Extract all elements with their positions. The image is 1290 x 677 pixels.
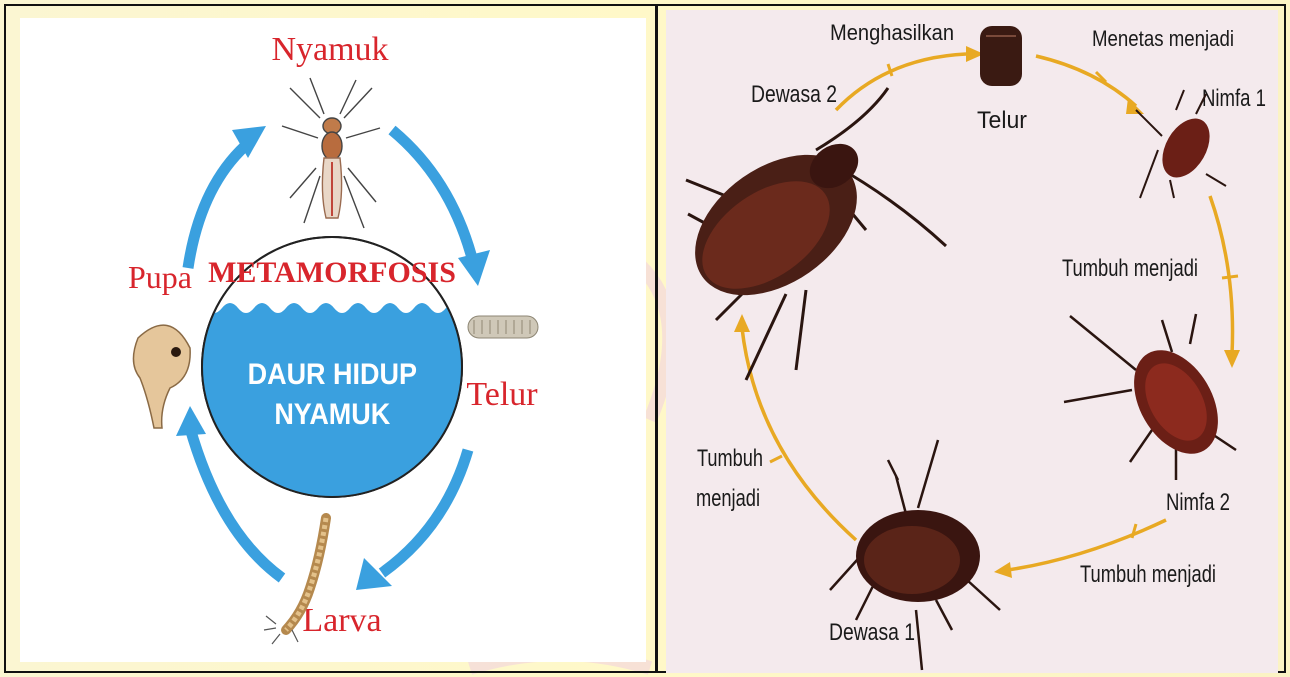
arrow-adult2-to-egg <box>836 54 966 110</box>
stage-label-egg: Telur <box>466 376 538 413</box>
center-title-line1: DAUR HIDUP <box>248 358 417 392</box>
mosquito-life-cycle-diagram: Nyamuk Telur Larva Pupa METAMORFOSIS DAU… <box>20 18 646 662</box>
stage-label-adult: Nyamuk <box>271 31 388 68</box>
stage-label-adult2: Dewasa 2 <box>751 81 837 108</box>
stage-label-larva: Larva <box>302 602 381 639</box>
cockroach-life-cycle-diagram: Menghasilkan Menetas menjadi Dewasa 2 Te… <box>666 10 1278 673</box>
adult2-cockroach-illustration <box>669 88 946 380</box>
arrow-egg-to-nymph1 <box>1036 56 1136 106</box>
edge-label-hatch: Menetas menjadi <box>1092 26 1234 51</box>
table-divider <box>655 4 658 673</box>
edge-label-grow-left-line1: Tumbuh <box>697 445 763 472</box>
stage-label-pupa: Pupa <box>128 259 192 295</box>
arrow-pupa-to-adult <box>188 146 245 268</box>
center-title-line2: NYAMUK <box>274 398 390 432</box>
pupa-illustration <box>133 325 190 428</box>
edge-label-grow-left-line2: menjadi <box>696 485 760 512</box>
egg-raft-illustration <box>468 316 538 338</box>
arrow-adult-to-egg <box>392 130 472 258</box>
egg-capsule-illustration <box>980 26 1022 86</box>
stage-label-nymph1: Nimfa 1 <box>1202 85 1266 112</box>
edge-label-grow-bottom: Tumbuh menjadi <box>1080 561 1216 588</box>
arrow-nymph1-to-nymph2 <box>1210 196 1233 354</box>
edge-label-produce: Menghasilkan <box>830 20 954 45</box>
stage-label-nymph2: Nimfa 2 <box>1166 489 1230 516</box>
edge-label-grow-right: Tumbuh menjadi <box>1062 255 1198 282</box>
adult-mosquito-illustration <box>282 78 380 228</box>
stage-label-adult1: Dewasa 1 <box>829 619 915 646</box>
nymph2-illustration <box>1064 314 1236 480</box>
stage-label-egg: Telur <box>977 107 1027 134</box>
metamorphosis-title: METAMORFOSIS <box>208 256 456 289</box>
